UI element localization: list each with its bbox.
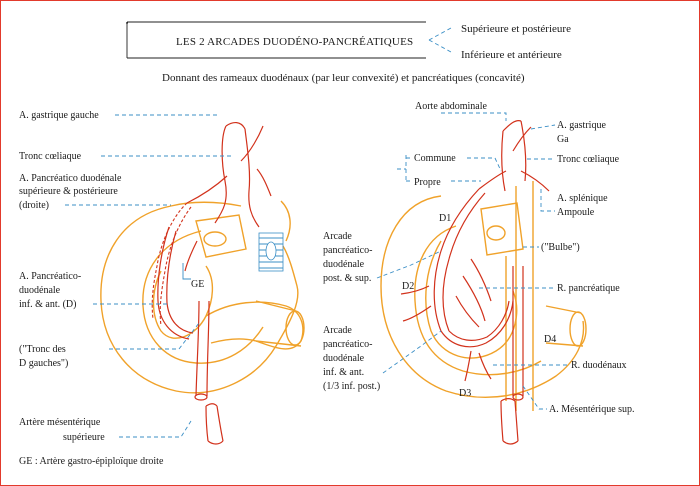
left-aorta-low [205, 405, 224, 442]
label-gastric-1: A. gastrique [557, 120, 606, 131]
label-d3: D3 [459, 388, 471, 399]
label-arc-sup-2: pancréatico- [323, 245, 372, 256]
label-d2: D2 [402, 281, 414, 292]
title-frame [126, 21, 426, 59]
label-sup-post-2: supérieure & postérieure [19, 186, 118, 197]
right-aorta-low [500, 400, 519, 442]
label-gastric-2: Ga [557, 134, 569, 145]
right-duodenum [380, 195, 585, 398]
label-inf-ant-3: inf. & ant. (D) [19, 299, 77, 310]
left-sup-post-arcade [151, 202, 192, 327]
label-commune: Commune [414, 153, 456, 164]
title-brace [428, 27, 452, 53]
label-splenic-2: Ampoule [557, 207, 595, 218]
label-aorta: Aorte abdominale [415, 101, 487, 112]
left-inf-ant-arcade [157, 226, 194, 340]
left-celiac-trunk [186, 125, 272, 204]
left-labels: A. gastrique gauche Tronc cœliaque A. Pa… [19, 110, 233, 467]
label-d1: D1 [439, 213, 451, 224]
label-arc-sup-3: duodénale [323, 259, 365, 270]
left-ge-artery [184, 240, 198, 272]
label-arc-sup-4: post. & sup. [323, 273, 371, 284]
option-top: Supérieure et postérieure [461, 23, 571, 35]
label-celiac-left: Tronc cœliaque [19, 151, 82, 162]
left-duodenum-inner [142, 230, 264, 364]
label-inf-ant-1: A. Pancréatico- [19, 271, 81, 282]
label-sup-post-3: (droite) [19, 200, 49, 211]
option-bottom: Inférieure et antérieure [461, 49, 562, 61]
label-mes-right: A. Mésentérique sup. [549, 404, 635, 415]
right-sup-post-arcade [433, 188, 486, 332]
right-inf-ant-arcade [440, 300, 514, 348]
right-sma [512, 266, 524, 396]
label-mes-1: Artère mésentérique [19, 417, 101, 428]
title: LES 2 ARCADES DUODÉNO-PANCRÉATIQUES [176, 36, 413, 48]
label-arc-inf-5: (1/3 inf. post.) [323, 381, 380, 392]
right-duodenal-rami [400, 285, 492, 382]
right-aorta-outline [515, 181, 534, 411]
right-diagram [380, 120, 587, 445]
label-tronc-1: ("Tronc des [19, 344, 66, 355]
label-arc-inf-4: inf. & ant. [323, 367, 364, 378]
left-duodenum [100, 200, 299, 394]
right-pancreatic-branches [455, 258, 492, 328]
label-sup-post-1: A. Pancréatico duodénale [19, 173, 122, 184]
right-celiac [478, 126, 550, 192]
label-arc-sup-1: Arcade [323, 231, 352, 242]
left-bulb [195, 214, 247, 258]
right-pancreas-head [425, 240, 518, 359]
right-bulb-lumen [486, 225, 506, 241]
right-labels: Aorte abdominale A. gastrique Ga Commune… [323, 101, 635, 415]
left-sma [195, 300, 210, 397]
left-bulb-lumen [203, 231, 227, 247]
label-arc-inf-2: pancréatico- [323, 339, 372, 350]
label-ge: GE [191, 279, 204, 290]
header: LES 2 ARCADES DUODÉNO-PANCRÉATIQUES Supé… [126, 21, 571, 84]
label-inf-ant-2: duodénale [19, 285, 61, 296]
label-r-pancreatique: R. pancréatique [557, 283, 620, 294]
label-propre: Propre [414, 177, 441, 188]
subtitle: Donnant des rameaux duodénaux (par leur … [162, 72, 525, 84]
footnote: GE : Artère gastro-épiploïque droite [19, 456, 164, 467]
label-arc-inf-3: duodénale [323, 353, 365, 364]
label-mes-2: supérieure [63, 432, 105, 443]
label-celiac-right: Tronc cœliaque [557, 154, 620, 165]
label-d4: D4 [544, 334, 556, 345]
label-r-duodenaux: R. duodénaux [571, 360, 627, 371]
label-arc-inf-1: Arcade [323, 325, 352, 336]
right-bulb [480, 202, 524, 256]
right-duodenum-inner [414, 225, 542, 376]
label-gastric-left: A. gastrique gauche [19, 110, 99, 121]
label-splenic-1: A. splénique [557, 193, 608, 204]
label-tronc-2: D gauches") [19, 358, 68, 369]
label-bulbe: ("Bulbe") [541, 242, 580, 253]
left-aorta [214, 125, 260, 228]
left-jejunum [255, 300, 302, 347]
right-aorta [501, 120, 527, 192]
left-diagram [100, 122, 305, 445]
